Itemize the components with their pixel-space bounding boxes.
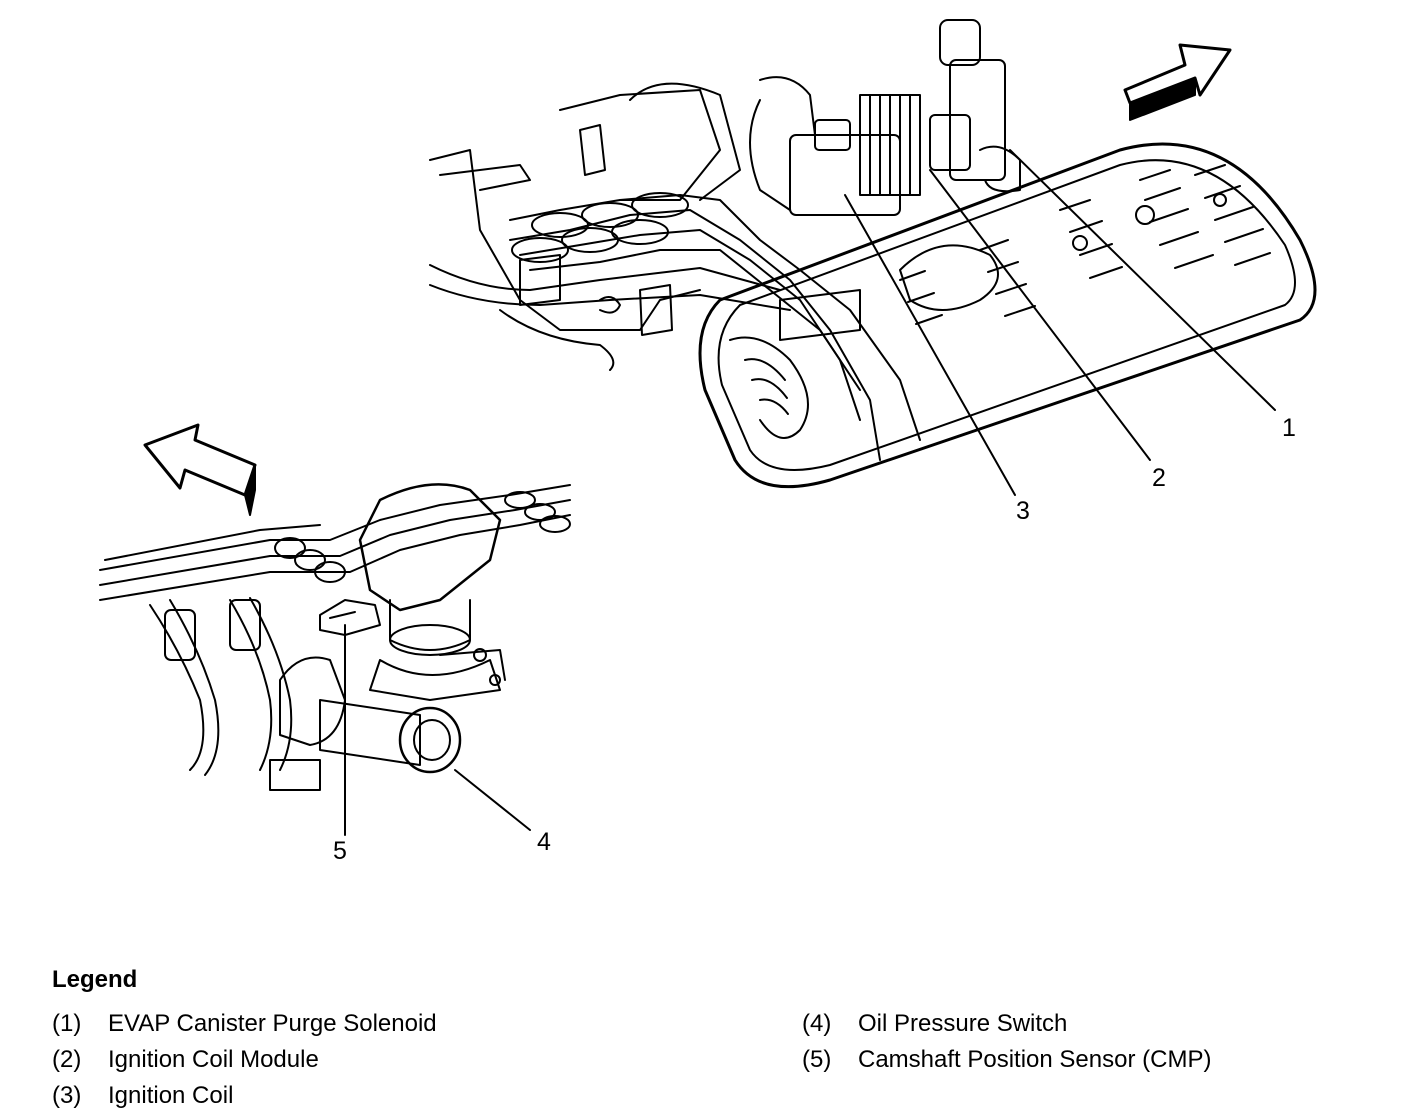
valve-cover-assembly: [698, 142, 1317, 489]
legend-item-label: EVAP Canister Purge Solenoid: [108, 1010, 437, 1037]
legend-item-5: (5) Camshaft Position Sensor (CMP): [802, 1046, 1211, 1074]
legend-item-label: Ignition Coil Module: [108, 1046, 319, 1073]
legend-item-2: (2) Ignition Coil Module: [52, 1046, 319, 1074]
oil-pressure-switch-assembly: [269, 656, 462, 791]
legend-item-number: (2): [52, 1046, 82, 1073]
legend-item-1: (1) EVAP Canister Purge Solenoid: [52, 1010, 437, 1038]
callout-5: 5: [333, 837, 347, 865]
callout-3: 3: [1016, 497, 1030, 525]
legend-item-number: (4): [802, 1010, 832, 1037]
legend-item-label: Ignition Coil: [108, 1082, 234, 1109]
legend-item-4: (4) Oil Pressure Switch: [802, 1010, 1067, 1038]
coil-pack-cluster: [749, 19, 1021, 216]
leader-lines: [344, 149, 1276, 836]
spark-plug-wires-lower: [99, 484, 571, 776]
legend-item-label: Camshaft Position Sensor (CMP): [858, 1046, 1212, 1073]
legend-title: Legend: [52, 966, 138, 993]
callout-2: 2: [1152, 464, 1166, 492]
direction-arrow-upper-right: [1123, 43, 1232, 121]
legend-item-3: (3) Ignition Coil: [52, 1082, 233, 1110]
legend-item-number: (3): [52, 1082, 82, 1109]
intake-manifold: [429, 82, 741, 371]
spark-plug-wires-upper: [429, 192, 921, 461]
callout-1: 1: [1282, 414, 1296, 442]
legend-item-number: (1): [52, 1010, 82, 1037]
engine-component-illustration: [99, 19, 1317, 836]
direction-arrow-left: [143, 423, 257, 516]
callout-4: 4: [537, 828, 551, 856]
legend-item-number: (5): [802, 1046, 832, 1073]
legend-item-label: Oil Pressure Switch: [858, 1010, 1068, 1037]
distributor-assembly: [319, 483, 506, 701]
